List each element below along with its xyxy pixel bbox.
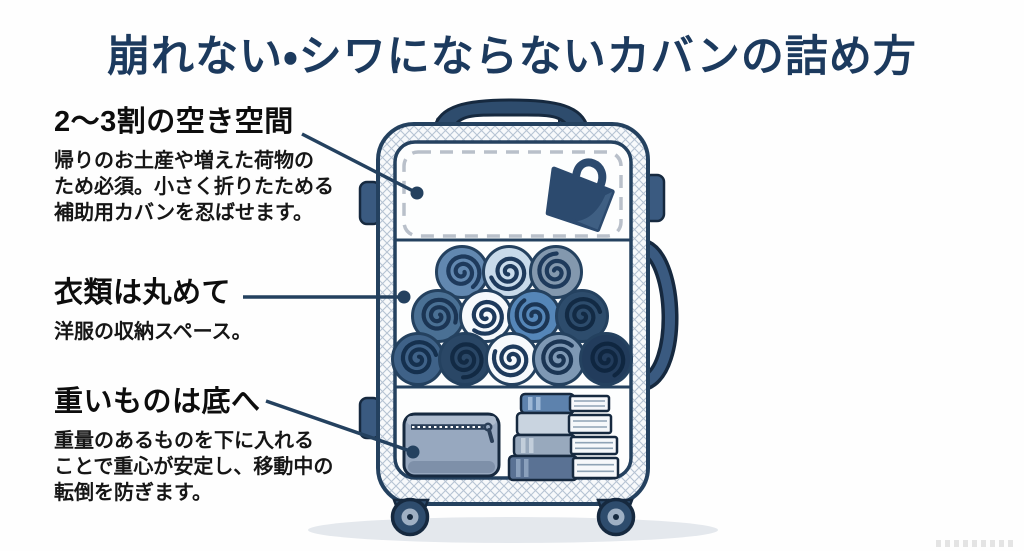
ground-shadow xyxy=(308,517,718,543)
connector-line-3 xyxy=(265,399,414,454)
annotation-roll-clothes-heading: 衣類は丸めて xyxy=(54,277,232,309)
annotation-empty-space-heading: 2〜3割の空き空間 xyxy=(54,106,294,138)
connector-line-1 xyxy=(301,132,418,195)
clothes-roll xyxy=(555,289,609,343)
annotation-heavy-bottom-heading: 重いものは底へ xyxy=(54,386,261,418)
watermark xyxy=(936,540,1016,547)
connector-dot-2 xyxy=(397,290,411,304)
zip-pouch-icon xyxy=(402,412,501,478)
connector-dot-1 xyxy=(410,186,424,200)
annotation-heavy-bottom: 重いものは底へ 重量のあるものを下に入れる ことで重心が安定し、移動中の 転倒を… xyxy=(54,386,333,506)
book xyxy=(512,433,619,458)
annotation-roll-clothes: 衣類は丸めて 洋服の収納スペース。 xyxy=(54,277,252,345)
empty-space-dashed-area xyxy=(402,150,623,238)
annotation-heavy-bottom-body: 重量のあるものを下に入れる ことで重心が安定し、移動中の 転倒を防ぎます。 xyxy=(54,430,334,504)
rolled-clothes-group xyxy=(391,245,633,386)
clothes-roll xyxy=(485,332,539,386)
book xyxy=(519,392,611,415)
annotation-empty-space: 2〜3割の空き空間 帰りのお土産や増えた荷物の ため必須。小さく折りたためる 補… xyxy=(54,106,334,226)
clothes-roll xyxy=(529,245,583,299)
side-handle xyxy=(637,239,679,391)
clothes-roll xyxy=(532,332,586,386)
connector-lines xyxy=(243,132,418,454)
book xyxy=(515,411,613,437)
connector-dot-3 xyxy=(406,445,420,459)
clothes-roll xyxy=(507,289,561,343)
clothes-roll xyxy=(482,245,536,299)
tote-bag-icon xyxy=(545,158,615,232)
caster-wheel-right xyxy=(596,497,636,537)
page-title: 崩れない・シワにならないカバンの詰め方 xyxy=(107,32,917,82)
connector-dots xyxy=(397,186,424,459)
caster-wheel-left xyxy=(390,497,430,537)
annotation-roll-clothes-body: 洋服の収納スペース。 xyxy=(54,321,252,343)
book xyxy=(507,454,620,482)
annotation-empty-space-body: 帰りのお土産や増えた荷物の ため必須。小さく折りたためる 補助用カバンを忍ばせま… xyxy=(54,150,334,224)
book-stack-icon xyxy=(507,392,620,482)
clothes-roll xyxy=(438,332,492,386)
clothes-roll xyxy=(391,332,445,386)
clothes-roll xyxy=(579,332,633,386)
clothes-roll xyxy=(435,245,489,299)
